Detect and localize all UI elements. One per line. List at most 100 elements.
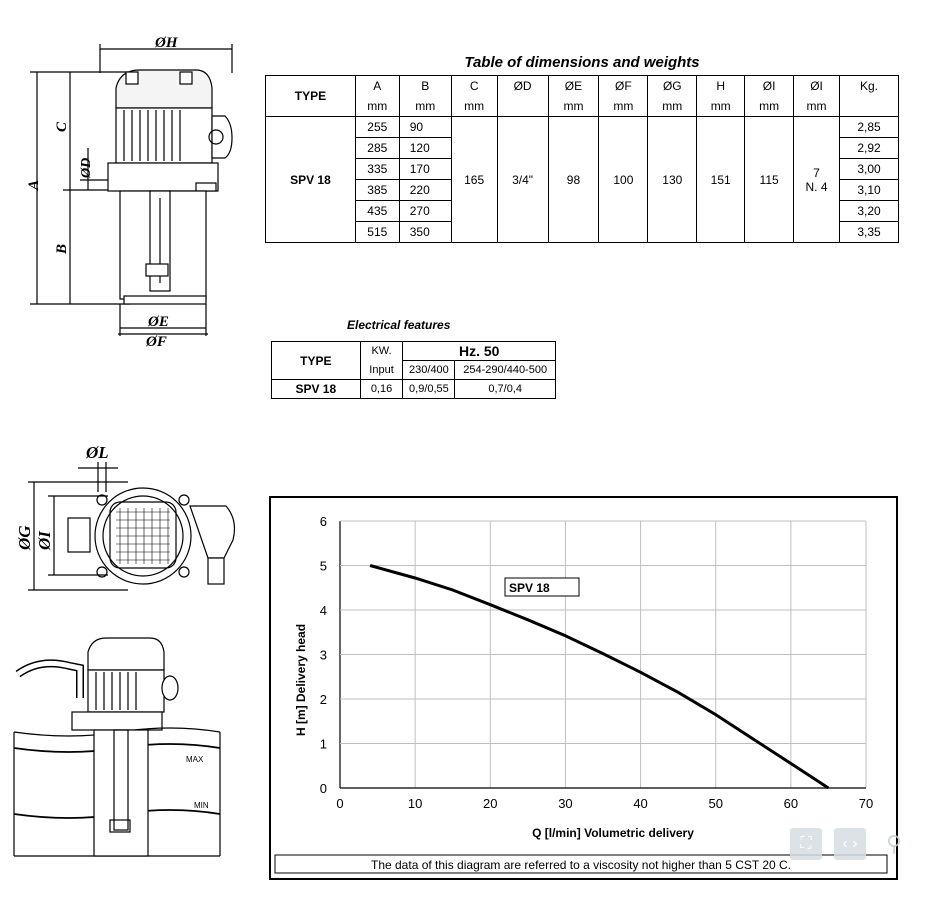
header-i: ØI (744, 75, 795, 96)
elec-header-type: TYPE (271, 341, 361, 380)
header-kg: Kg. (838, 75, 900, 96)
dim-label-l: ØL (85, 443, 109, 462)
cell-b: 350 (398, 221, 452, 243)
cell-b: 90 (398, 116, 452, 138)
header-d: ØD (496, 75, 549, 96)
cell-kg: 3,00 (838, 158, 900, 180)
unit-l: mm (793, 96, 840, 117)
y-tick-label: 6 (320, 514, 327, 529)
y-tick-label: 5 (320, 559, 327, 574)
dim-label-a: A (26, 180, 42, 191)
unit-kg (838, 96, 900, 117)
header-type: TYPE (265, 75, 356, 117)
x-tick-label: 60 (784, 796, 798, 811)
electrical-table: TYPE KW. Hz. 50 Input 230/400 254-290/44… (271, 341, 556, 399)
cell-a: 385 (354, 179, 400, 201)
unit-c: mm (450, 96, 498, 117)
elec-cell-type: SPV 18 (271, 379, 361, 399)
cell-g: 130 (647, 116, 698, 243)
cell-a: 255 (354, 116, 400, 138)
dim-label-d: ØD (79, 158, 94, 179)
zoom-icon[interactable]: ⚲ (885, 831, 903, 856)
series-label-box (504, 577, 580, 597)
header-a: A (354, 75, 400, 96)
cell-l: 7 N. 4 (793, 116, 840, 243)
header-h: H (696, 75, 746, 96)
cell-c: 165 (450, 116, 498, 243)
cell-kg: 3,20 (838, 200, 900, 222)
level-max-label: MAX (186, 755, 204, 764)
pump-elevation-drawing: ØH A B C ØD ØE ØF (26, 35, 233, 348)
cell-l-value: 7 (813, 165, 820, 180)
dim-label-f: ØF (145, 334, 167, 348)
x-tick-label: 10 (408, 796, 422, 811)
cell-f: 100 (598, 116, 649, 243)
elec-cell-kw: 0,16 (359, 379, 404, 399)
chart-frame (269, 496, 898, 880)
elec-header-kw: KW. (359, 341, 404, 361)
header-f: ØF (598, 75, 649, 96)
dim-label-b: B (54, 244, 70, 255)
elec-header-input: Input (359, 360, 404, 380)
dimensions-table-title: Table of dimensions and weights (464, 54, 700, 71)
elec-header-hz: Hz. 50 (402, 341, 556, 361)
dim-label-e: ØE (147, 314, 169, 330)
chart-note: The data of this diagram are referred to… (371, 858, 791, 872)
cell-a: 285 (354, 137, 400, 159)
dim-label-c: C (54, 121, 70, 132)
level-min-label: MIN (194, 801, 209, 810)
unit-i: mm (744, 96, 795, 117)
y-tick-label: 4 (320, 603, 327, 618)
cell-d: 3/4" (496, 116, 549, 243)
electrical-table-title: Electrical features (347, 318, 451, 332)
y-tick-label: 3 (320, 648, 327, 663)
cell-h: 151 (696, 116, 746, 243)
dim-label-g: ØG (15, 525, 34, 551)
cell-a: 435 (354, 200, 400, 222)
x-tick-label: 20 (483, 796, 497, 811)
elec-header-v1: 230/400 (402, 360, 456, 380)
cell-kg: 3,10 (838, 179, 900, 201)
x-axis-label: Q [l/min] Volumetric delivery (532, 826, 694, 840)
series-label: SPV 18 (509, 581, 550, 595)
unit-h: mm (696, 96, 746, 117)
cell-i: 115 (744, 116, 795, 243)
unit-d (496, 96, 549, 117)
cell-l-count: N. 4 (805, 179, 828, 194)
fit-screen-icon[interactable]: ⛶ (790, 828, 822, 860)
viewer-controls: ⛶ ‹ › ⚲ (790, 828, 912, 860)
unit-a: mm (354, 96, 400, 117)
x-tick-label: 40 (633, 796, 647, 811)
header-b: B (398, 75, 452, 96)
navigate-icon[interactable]: ‹ › (834, 828, 866, 860)
pump-installation-drawing: MAX MIN (13, 637, 221, 857)
cell-kg: 2,85 (838, 116, 900, 138)
header-c: C (450, 75, 498, 96)
header-e: ØE (547, 75, 600, 96)
y-tick-label: 1 (320, 737, 327, 752)
cell-kg: 3,35 (838, 221, 900, 243)
unit-g: mm (647, 96, 698, 117)
cell-kg: 2,92 (838, 137, 900, 159)
unit-b: mm (398, 96, 452, 117)
elec-cell-v2: 0,7/0,4 (454, 379, 556, 399)
pump-top-view-drawing: ØL ØG ØI (15, 443, 236, 591)
unit-f: mm (598, 96, 649, 117)
x-tick-label: 70 (859, 796, 873, 811)
y-tick-label: 2 (320, 692, 327, 707)
cell-a: 515 (354, 221, 400, 243)
cell-type: SPV 18 (265, 116, 356, 243)
cell-b: 220 (398, 179, 452, 201)
elec-cell-v1: 0,9/0,55 (402, 379, 456, 399)
cell-b: 120 (398, 137, 452, 159)
cell-a: 335 (354, 158, 400, 180)
y-tick-label: 0 (320, 781, 327, 796)
header-l: ØI (793, 75, 840, 96)
dimensions-table: TYPE A B C ØD ØE ØF ØG H ØI ØI Kg. mm mm… (265, 75, 900, 243)
x-tick-label: 50 (708, 796, 722, 811)
series-line-spv-18 (369, 564, 830, 790)
cell-b: 170 (398, 158, 452, 180)
elec-header-v2: 254-290/440-500 (454, 360, 556, 380)
x-tick-label: 0 (336, 796, 343, 811)
